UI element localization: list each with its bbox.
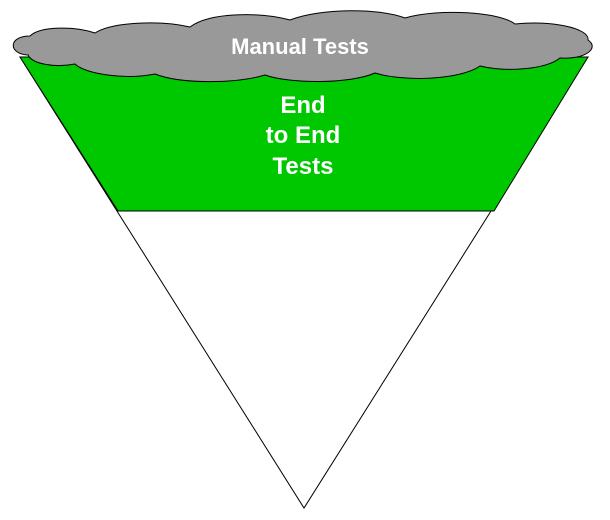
manual-tests-label: Manual Tests <box>231 34 369 59</box>
manual-tests-cloud: Manual Tests <box>12 10 593 83</box>
end-to-end-label-line-2: to End <box>266 122 341 149</box>
end-to-end-label-line-1: End <box>280 92 325 119</box>
cloud-shape <box>12 10 593 83</box>
end-to-end-label-line-3: Tests <box>273 153 334 180</box>
